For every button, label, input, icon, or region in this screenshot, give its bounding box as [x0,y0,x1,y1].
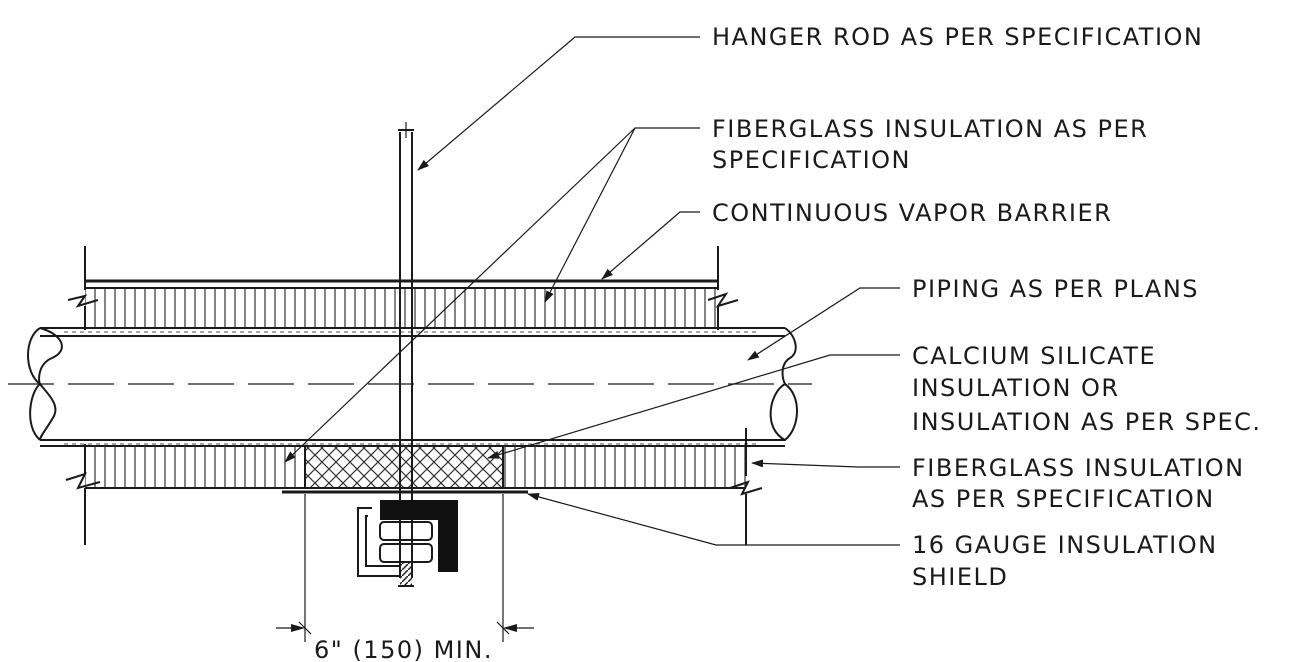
right-upper-break-line [707,246,739,330]
hanger-clamp [357,500,458,577]
callout-fiberglass-bottom-line2: AS PER SPECIFICATION [912,485,1215,513]
callout-hanger-rod: HANGER ROD AS PER SPECIFICATION [712,23,1203,51]
pipe-body [8,327,812,447]
pipe-break-left [27,327,63,441]
callout-calcium-line3: INSULATION AS PER SPEC. [912,408,1262,436]
callout-vapor-barrier: CONTINUOUS VAPOR BARRIER [712,199,1112,227]
pipe-break-right [769,327,798,442]
lower-fiberglass-insulation-right [503,446,746,488]
callout-piping: PIPING AS PER PLANS [912,275,1199,303]
callout-shield-line1: 16 GAUGE INSULATION [912,531,1218,559]
right-lower-break-line [729,428,763,545]
callout-calcium-line1: CALCIUM SILICATE [912,342,1156,370]
callout-fiberglass-top-line1: FIBERGLASS INSULATION AS PER [712,115,1148,143]
callout-fiberglass-bottom-line1: FIBERGLASS INSULATION [912,454,1245,482]
callout-calcium-line2: INSULATION OR [912,374,1120,402]
lower-fiberglass-insulation-left [85,446,305,488]
callout-fiberglass-top-line2: SPECIFICATION [712,146,911,174]
leader-lines [284,36,900,546]
dimension-label: 6" (150) MIN. [314,636,493,662]
dimension-6in-min: 6" (150) MIN. [276,494,534,662]
callout-shield-line2: SHIELD [912,563,1008,591]
upper-fiberglass-insulation [85,287,718,328]
calcium-silicate-insulation [304,446,504,488]
left-break-line [65,246,101,545]
